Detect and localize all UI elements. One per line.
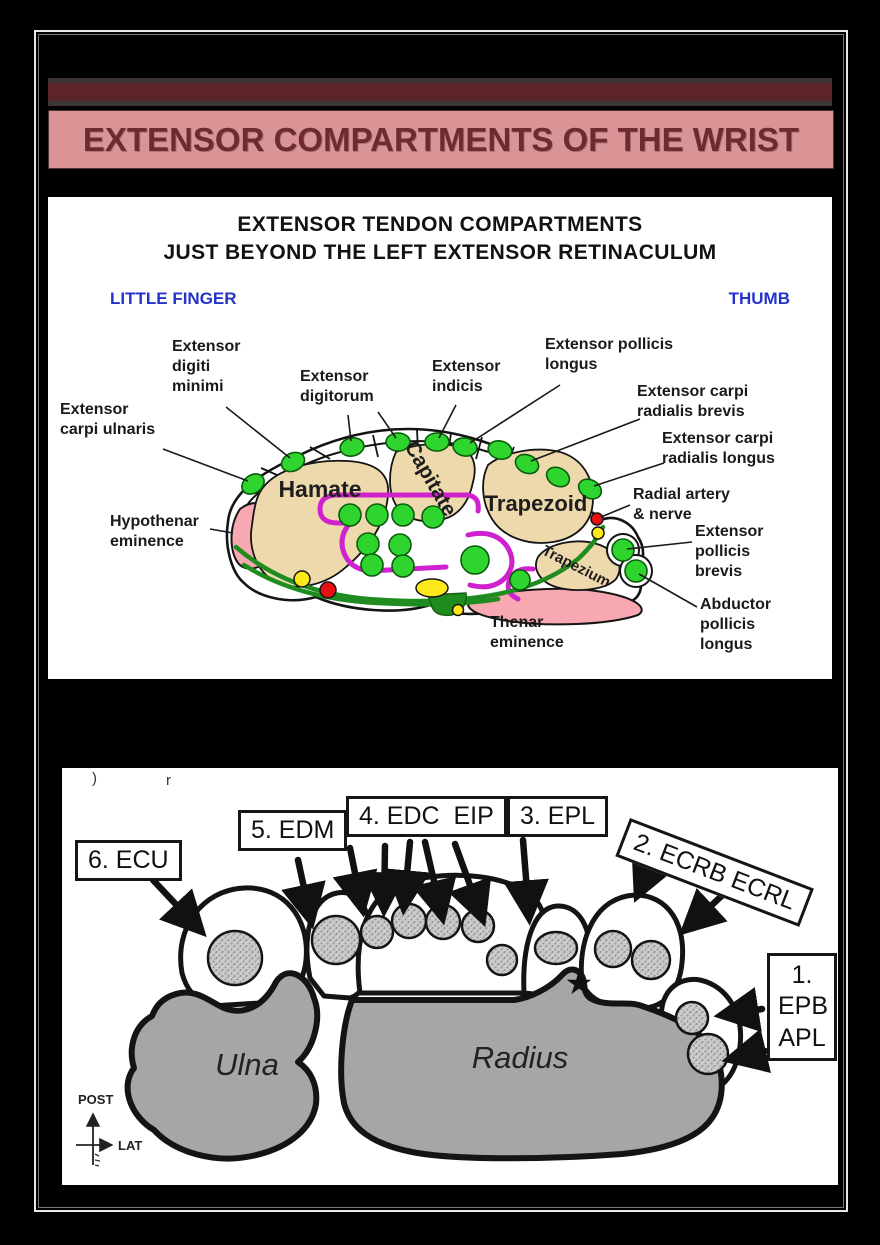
label-extensor-carpi-radialis-brevis: Extensor carpi radialis brevis — [637, 383, 749, 420]
label-extensor-indicis: Extensor indicis — [432, 358, 501, 395]
label-hypothenar-eminence: Hypothenar eminence — [110, 513, 199, 550]
hamate-label: Hamate — [278, 476, 361, 502]
orientation-axis — [76, 1112, 114, 1165]
label-extensor-digitorum: Extensor digitorum — [300, 368, 374, 405]
cropped-text-artifact-left: ) — [92, 770, 97, 787]
tendon-ecu — [206, 929, 264, 987]
label-extensor-carpi-radialis-longus: Extensor carpi radialis longus — [662, 430, 775, 467]
label-radial-artery-nerve: Radial artery & nerve — [633, 486, 730, 523]
tendon-edm — [310, 914, 362, 966]
compartment-box-1-epb-apl: 1. EPB APL — [767, 953, 837, 1061]
trapezoid-label: Trapezoid — [485, 491, 588, 516]
diagram1-heading-line2: JUST BEYOND THE LEFT EXTENSOR RETINACULU… — [163, 240, 717, 264]
label-extensor-digiti-minimi: Extensor digiti minimi — [172, 338, 241, 395]
edge-artifact — [94, 1153, 101, 1167]
pointer-arrows — [149, 836, 772, 1073]
ulna-bone — [124, 970, 321, 1162]
label-thenar-eminence: Thenar eminence — [490, 614, 564, 651]
tendon-epl — [533, 930, 579, 966]
little-finger-label: LITTLE FINGER — [110, 289, 237, 308]
compartment-box-4-edc-eip: 4. EDC EIP — [346, 796, 507, 837]
label-extensor-pollicis-longus: Extensor pollicis longus — [545, 336, 674, 373]
label-extensor-pollicis-brevis: Extensor pollicis brevis — [695, 523, 764, 580]
label-extensor-carpi-ulnaris: Extensor carpi ulnaris — [60, 401, 156, 438]
compartment-schematic-illustration: ★ POST LAT Ulna Radius — [76, 836, 772, 1167]
axis-lat-label: LAT — [118, 1138, 142, 1153]
compartment-box-6-ecu: 6. ECU — [75, 840, 182, 881]
compartment-box-5-edm: 5. EDM — [238, 810, 348, 851]
compartment-schematic-panel: ★ POST LAT Ulna Radius — [62, 768, 838, 1185]
artery-nerve-dots — [293, 512, 605, 617]
radius-label: Radius — [472, 1040, 569, 1075]
tendon-dots-band — [241, 432, 648, 583]
tendon-dots-interior — [338, 503, 531, 591]
trapezium-bone — [535, 540, 621, 591]
leader-lines — [162, 384, 698, 608]
star-icon: ★ — [565, 964, 594, 1002]
cross-section-panel: EXTENSOR TENDON COMPARTMENTS JUST BEYOND… — [48, 197, 832, 679]
slide-title-bar: EXTENSOR COMPARTMENTS OF THE WRIST — [48, 110, 834, 169]
compartment-box-3-epl: 3. EPL — [507, 796, 609, 837]
top-accent-bar — [48, 78, 832, 106]
label-abductor-pollicis-longus: Abductor pollicis longus — [700, 596, 772, 653]
thumb-label: THUMB — [728, 289, 790, 308]
cropped-text-artifact-right: r — [166, 772, 171, 789]
slide-title: EXTENSOR COMPARTMENTS OF THE WRIST — [82, 120, 800, 158]
diagram1-heading: EXTENSOR TENDON COMPARTMENTS JUST BEYOND… — [48, 211, 832, 266]
wrist-cross-section-illustration: Hamate Capitate Trapezoid Trapezium — [162, 384, 698, 626]
hamate-bone — [250, 459, 390, 588]
diagram1-heading-line1: EXTENSOR TENDON COMPARTMENTS — [237, 213, 643, 236]
radius-bone — [338, 966, 725, 1162]
axis-post-label: POST — [78, 1092, 113, 1107]
ulna-label: Ulna — [215, 1047, 279, 1082]
